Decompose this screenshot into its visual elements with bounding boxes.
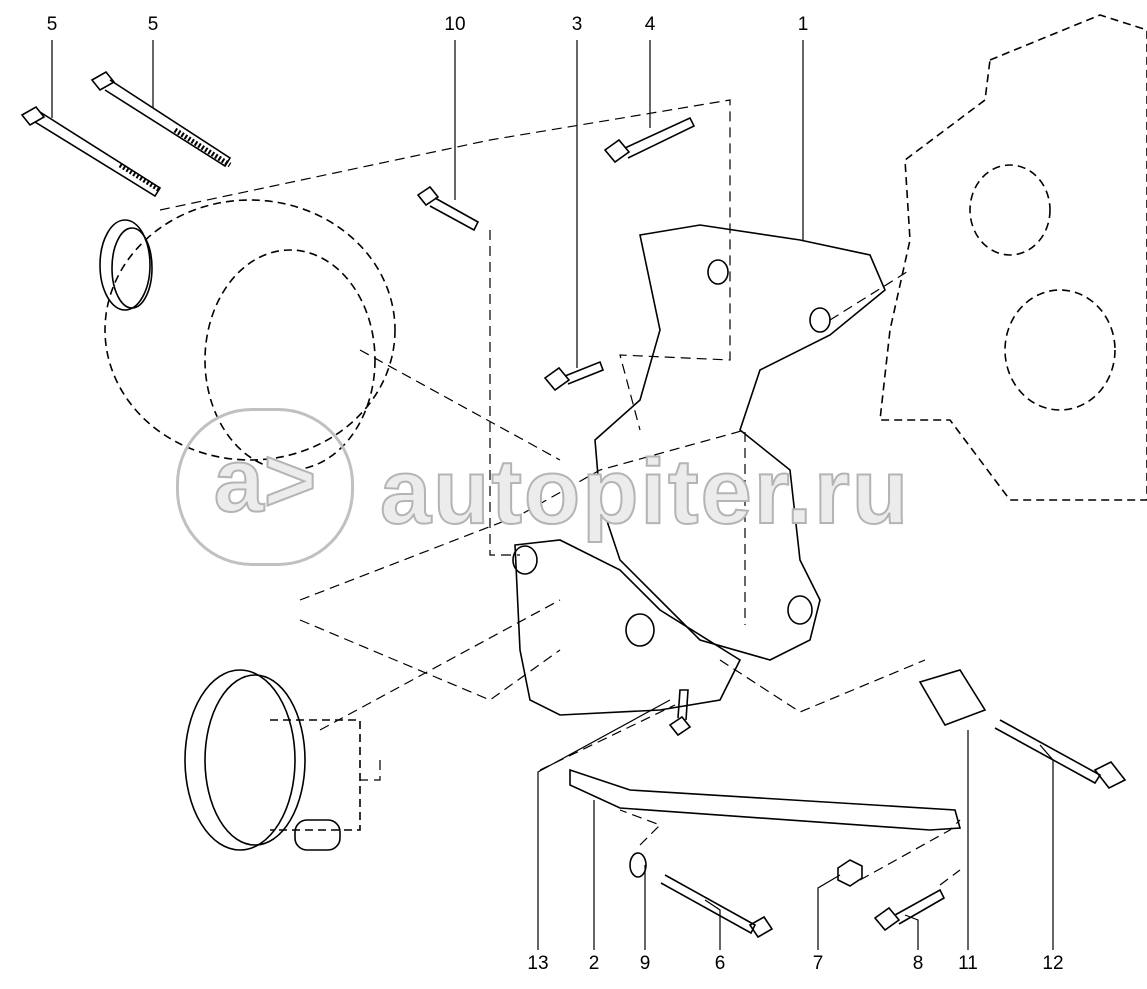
callout-12: 12: [1042, 953, 1064, 974]
watermark-text: autopiter.ru: [379, 440, 911, 544]
callout-4: 4: [644, 14, 656, 35]
watermark-logo: a>: [176, 408, 354, 566]
callout-9: 9: [639, 953, 651, 974]
callout-6: 6: [714, 953, 726, 974]
callout-7: 7: [812, 953, 824, 974]
callout-13: 13: [527, 953, 549, 974]
callout-2: 2: [588, 953, 600, 974]
bolt-10: [416, 185, 480, 232]
alternator-pulley: [99, 219, 153, 311]
callout-5a: 5: [46, 14, 58, 35]
bolt-3: [543, 360, 605, 392]
callout-1: 1: [797, 14, 809, 35]
callout-3: 3: [571, 14, 583, 35]
bolt-8: [873, 888, 946, 932]
spacer-11: [918, 669, 987, 726]
power-steering-pump: [184, 669, 361, 851]
callout-8: 8: [912, 953, 924, 974]
bolt-12: [994, 719, 1127, 790]
bolt-lower: [668, 689, 692, 737]
bracket-1: [594, 224, 886, 661]
nut-7: [837, 859, 863, 887]
callout-5b: 5: [147, 14, 159, 35]
strut-2: [569, 768, 962, 831]
bolt-6: [660, 874, 774, 939]
bracket-13: [512, 539, 742, 716]
bolt-5a: [20, 105, 162, 198]
engine-block: [879, 14, 1147, 501]
washer-9: [629, 852, 647, 878]
callout-11: 11: [958, 953, 978, 974]
callout-10: 10: [444, 14, 466, 35]
bolt-5b: [90, 70, 232, 168]
alternator: [104, 199, 396, 471]
bolt-4: [603, 116, 696, 164]
